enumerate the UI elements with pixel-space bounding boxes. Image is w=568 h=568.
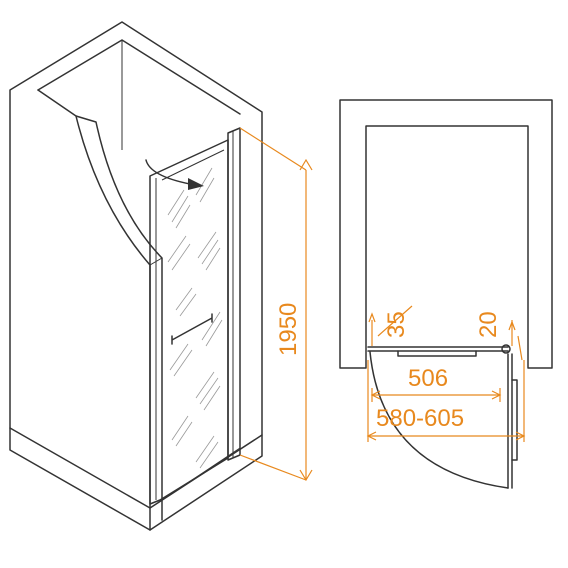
offset-label: 35 xyxy=(383,311,410,338)
opening-arrow-icon xyxy=(145,159,191,185)
gap-dimension: 20 xyxy=(475,311,523,361)
plan-handle xyxy=(397,350,477,357)
height-label: 1950 xyxy=(275,303,302,356)
arrow-head-icon xyxy=(188,178,204,190)
door-panel xyxy=(149,139,229,505)
isometric-view: 1950 xyxy=(9,21,313,531)
left-wall xyxy=(9,21,263,531)
hinge-icon xyxy=(501,344,511,354)
niche-rim xyxy=(37,39,241,115)
plan-door-closed xyxy=(367,346,509,352)
door-frame-right xyxy=(227,127,241,461)
hinge-offset-dimension: 35 xyxy=(368,305,413,346)
panel-width-dimension: 506 xyxy=(370,365,502,402)
plan-door-open xyxy=(507,353,513,489)
curved-wall-inner xyxy=(75,115,163,521)
door-handle xyxy=(171,313,213,345)
plan-view: 35 20 506 580-605 xyxy=(339,99,553,489)
base-line xyxy=(9,427,263,509)
curved-wall-outer xyxy=(37,89,151,531)
height-dimension: 1950 xyxy=(239,127,313,482)
panel-width-label: 506 xyxy=(408,365,448,392)
gap-label: 20 xyxy=(475,311,502,338)
plan-walls xyxy=(339,99,553,369)
opening-width-label: 580-605 xyxy=(376,405,464,432)
opening-width-dimension: 580-605 xyxy=(366,360,526,442)
glass-texture xyxy=(167,167,223,469)
door-swing-arc xyxy=(369,351,509,489)
